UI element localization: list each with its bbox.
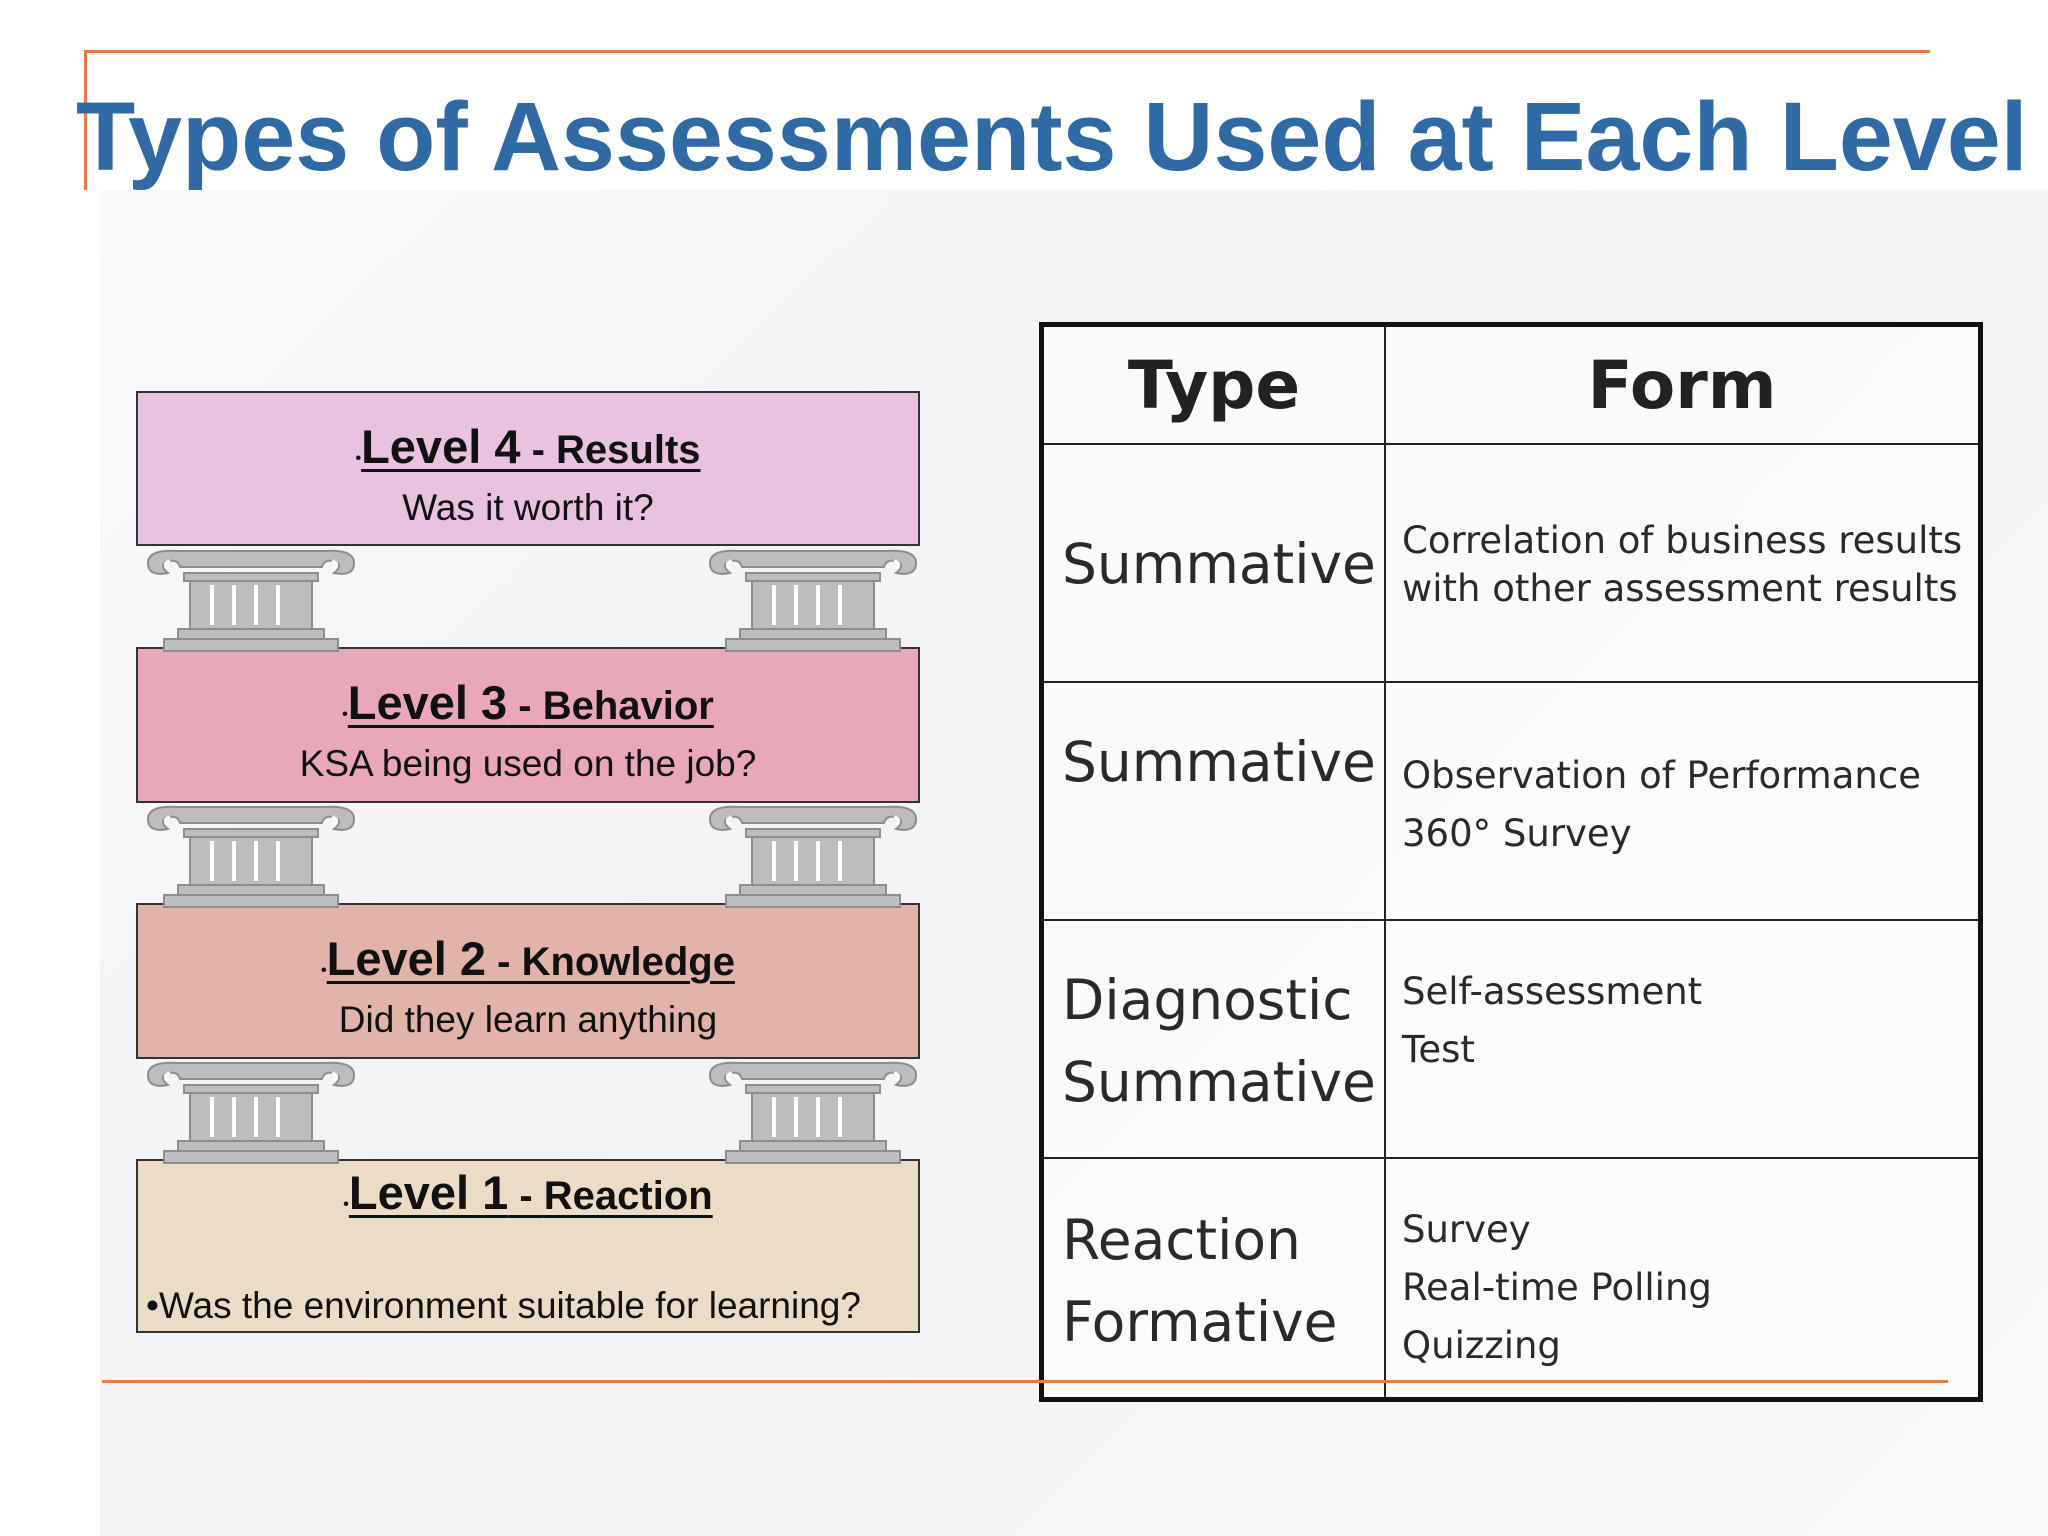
table-header-form: Form: [1587, 347, 1777, 424]
table-row-3-form: Self-assessment Test: [1402, 963, 1702, 1079]
table-row-2-form: Observation of Performance 360° Survey: [1402, 747, 1921, 863]
table-column-divider: [1384, 327, 1386, 1397]
top-accent-rule: [84, 50, 1930, 53]
level-4-heading: •Level 4 - Results: [138, 421, 918, 485]
form-value: Quizzing: [1402, 1324, 1561, 1367]
table-row-divider: [1044, 1157, 1978, 1159]
level-1-box: •Level 1 - Reaction •Was the environment…: [136, 1159, 920, 1333]
left-accent-rule: [84, 50, 87, 190]
bullet: •: [355, 450, 362, 467]
bullet: •: [342, 706, 348, 723]
ionic-column-pillar-icon: [708, 1061, 918, 1164]
level-2-dash: -: [486, 940, 522, 984]
type-value: Diagnostic: [1062, 968, 1353, 1032]
level-2-question: Did they learn anything: [338, 999, 718, 1040]
level-3-question: KSA being used on the job?: [299, 743, 757, 784]
ionic-column-pillar-icon: [146, 805, 356, 908]
table-row-3-type: Diagnostic Summative: [1062, 959, 1376, 1123]
level-1-question: •Was the environment suitable for learni…: [146, 1285, 861, 1326]
form-value: with other assessment results: [1402, 567, 1958, 610]
ionic-column-pillar-icon: [146, 549, 356, 652]
ionic-column-pillar-icon: [708, 549, 918, 652]
level-2-label: Knowledge: [521, 940, 735, 984]
type-value: Reaction: [1062, 1208, 1301, 1272]
ionic-column-pillar-icon: [146, 1061, 356, 1164]
table-row-4-form: Survey Real-time Polling Quizzing: [1402, 1201, 1712, 1375]
level-3-box: •Level 3 - Behavior KSA being used on th…: [136, 647, 920, 803]
form-value: Self-assessment: [1402, 970, 1703, 1013]
form-value: Survey: [1402, 1208, 1531, 1251]
form-value: Observation of Performance: [1402, 754, 1921, 797]
table-row-divider: [1044, 681, 1978, 683]
assessment-table: Type Form Summative Correlation of busin…: [1039, 322, 1983, 1402]
level-3-dash: -: [507, 684, 543, 728]
bottom-accent-rule: [102, 1380, 1948, 1383]
type-value: Summative: [1062, 730, 1376, 794]
bullet: •: [321, 962, 327, 979]
type-value: Summative: [1062, 1050, 1376, 1114]
table-header-type: Type: [1127, 347, 1301, 424]
form-value: Test: [1402, 1028, 1475, 1071]
slide-title: Types of Assessments Used at Each Level: [76, 82, 2028, 191]
level-1-dash: -: [508, 1174, 544, 1218]
level-3-heading: •Level 3 - Behavior: [138, 677, 918, 741]
table-row-1-form: Correlation of business results with oth…: [1402, 517, 1962, 613]
type-value: Formative: [1062, 1290, 1338, 1354]
level-2-name: Level 2: [326, 932, 487, 985]
level-4-box: •Level 4 - Results Was it worth it?: [136, 391, 920, 546]
ionic-column-pillar-icon: [708, 805, 918, 908]
form-value: 360° Survey: [1402, 812, 1632, 855]
level-3-label: Behavior: [542, 684, 714, 728]
level-1-name: Level 1: [348, 1166, 509, 1219]
form-value: Real-time Polling: [1402, 1266, 1712, 1309]
level-2-heading: •Level 2 - Knowledge: [138, 933, 918, 997]
table-row-divider: [1044, 919, 1978, 921]
level-4-name: Level 4: [361, 420, 521, 473]
level-4-question: Was it worth it?: [402, 487, 654, 528]
level-3-name: Level 3: [347, 676, 508, 729]
table-row-divider: [1044, 443, 1978, 445]
level-4-dash: -: [520, 428, 557, 472]
type-value: Summative: [1062, 532, 1376, 596]
bullet: •: [343, 1196, 349, 1213]
level-4-label: Results: [556, 428, 701, 472]
table-row-4-type: Reaction Formative: [1062, 1199, 1337, 1363]
form-value: Correlation of business results: [1402, 519, 1963, 562]
table-row-1-type: Summative: [1062, 523, 1376, 605]
level-2-box: •Level 2 - Knowledge Did they learn anyt…: [136, 903, 920, 1059]
table-row-2-type: Summative: [1062, 721, 1376, 803]
level-1-label: Reaction: [543, 1174, 713, 1218]
level-1-heading: •Level 1 - Reaction: [138, 1167, 918, 1231]
